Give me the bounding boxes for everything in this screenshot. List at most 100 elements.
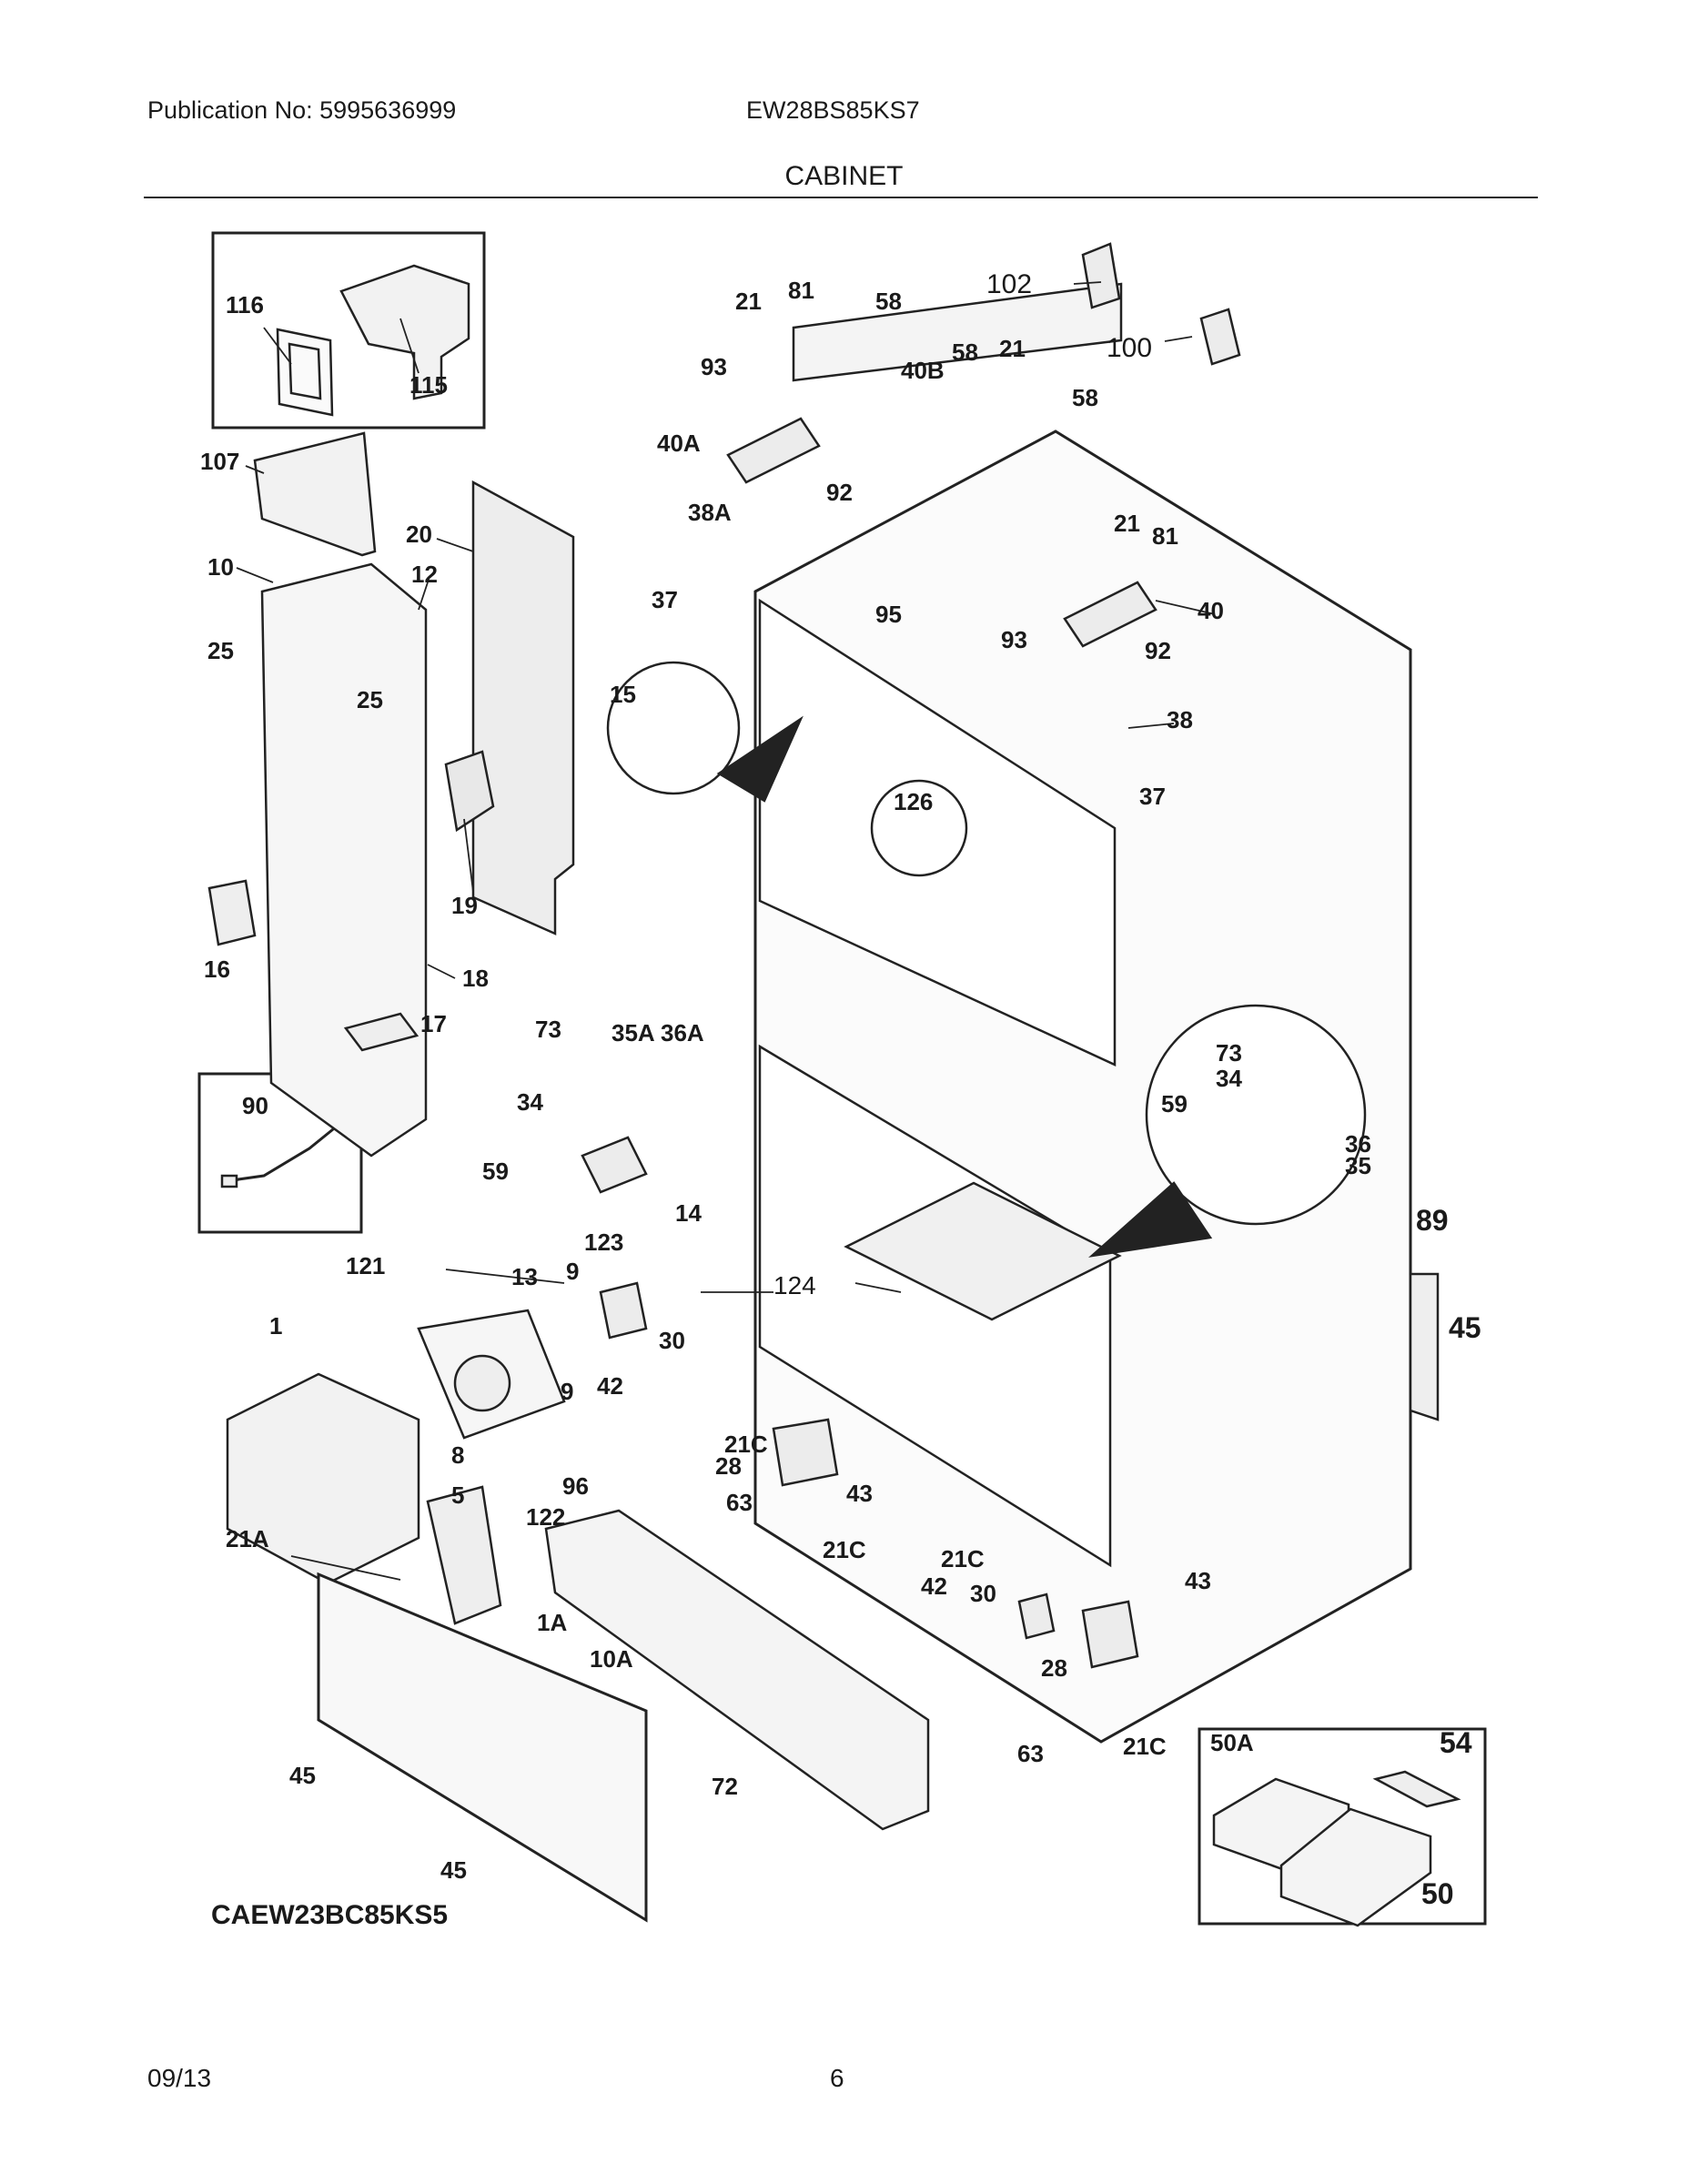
part-fan-blade [453, 1354, 511, 1412]
callout-121: 121 [346, 1252, 385, 1279]
callout-124: 124 [773, 1271, 816, 1299]
callout-63-a: 63 [726, 1489, 753, 1516]
callout-9-b: 9 [561, 1378, 573, 1405]
callout-13: 13 [511, 1263, 538, 1290]
callout-58-c: 58 [1072, 384, 1098, 411]
variant-label: CAEW23BC85KS5 [211, 1900, 448, 1930]
callout-93-b: 93 [1001, 626, 1027, 653]
callout-21c-c: 21C [941, 1545, 985, 1572]
footer-page-number: 6 [830, 2064, 844, 2092]
part-89-panel [1409, 1272, 1440, 1421]
callout-1: 1 [269, 1312, 282, 1340]
callout-17: 17 [420, 1010, 447, 1037]
part-40a-bracket [726, 417, 821, 484]
part-43-hinge-a [772, 1418, 839, 1487]
callout-21-c: 21 [1114, 510, 1140, 537]
callout-95: 95 [875, 601, 902, 628]
callout-35a: 35A [612, 1019, 655, 1046]
callout-30-b: 30 [970, 1580, 996, 1607]
callout-36a: 36A [661, 1019, 704, 1046]
part-20-insulation [471, 480, 575, 935]
callout-43-a: 43 [846, 1480, 873, 1507]
part-54-bracket [1372, 1770, 1461, 1808]
callout-58-b: 58 [952, 339, 978, 366]
part-50-box [1279, 1807, 1432, 1927]
callout-37-b: 37 [1139, 783, 1166, 810]
part-100-clip [1199, 308, 1241, 366]
header-rule [144, 197, 1538, 198]
part-16-damper [207, 879, 257, 946]
callout-25-a: 25 [207, 637, 234, 664]
callout-45-b: 45 [289, 1762, 316, 1789]
callout-34-b: 34 [1216, 1065, 1242, 1092]
callout-93-a: 93 [701, 353, 727, 380]
section-title: CABINET [784, 161, 904, 191]
callout-19: 19 [451, 892, 478, 919]
callout-8: 8 [451, 1441, 464, 1469]
callout-5: 5 [451, 1481, 464, 1509]
part-116-gasket [276, 328, 334, 417]
callout-126: 126 [894, 788, 933, 815]
callout-38: 38 [1167, 706, 1193, 733]
callout-40: 40 [1198, 597, 1224, 624]
callout-21c-b: 21C [823, 1536, 866, 1563]
callout-36: 36 [1345, 1130, 1371, 1158]
part-102-clip [1081, 242, 1121, 309]
callout-72: 72 [712, 1773, 738, 1800]
callout-63-b: 63 [1017, 1740, 1044, 1767]
callout-58-a: 58 [875, 288, 902, 315]
part-107-grille [253, 431, 377, 557]
callout-107: 107 [200, 448, 239, 475]
callout-122: 122 [526, 1503, 565, 1531]
inset-box-control-board [1198, 1727, 1487, 1926]
part-1-fan-housing [226, 1372, 420, 1585]
callout-59-b: 59 [1161, 1090, 1188, 1117]
callout-73-a: 73 [535, 1016, 561, 1043]
callout-96: 96 [562, 1472, 589, 1500]
callout-73-b: 73 [1216, 1039, 1242, 1067]
part-123-bracket [599, 1281, 648, 1340]
callout-21c-a: 21C [724, 1431, 768, 1458]
callout-45-a: 45 [1449, 1311, 1481, 1344]
callout-42-a: 42 [597, 1372, 623, 1400]
callout-45-c: 45 [440, 1856, 467, 1884]
callout-18: 18 [462, 965, 489, 992]
callout-43-b: 43 [1185, 1567, 1211, 1594]
callout-89: 89 [1416, 1204, 1449, 1237]
callout-21-a: 21 [735, 288, 762, 315]
inset-box-icemaker-part [211, 231, 486, 430]
part-1a-bracket [426, 1485, 502, 1625]
callout-42-b: 42 [921, 1572, 947, 1600]
part-17-tray [343, 1012, 419, 1052]
callout-21-b: 21 [999, 335, 1026, 362]
callout-50a: 50A [1210, 1729, 1254, 1756]
callout-30-a: 30 [659, 1327, 685, 1354]
callout-102: 102 [986, 269, 1032, 299]
callout-28-b: 28 [1041, 1654, 1067, 1682]
callout-81-a: 81 [788, 277, 814, 304]
callout-10: 10 [207, 553, 234, 581]
callout-16: 16 [204, 956, 230, 983]
part-19-duct [444, 750, 495, 833]
part-10-evaporator-cover [260, 562, 428, 1158]
part-124-shelf [844, 1181, 1122, 1321]
callout-34-a: 34 [517, 1088, 543, 1116]
callout-92-b: 92 [1145, 637, 1171, 664]
callout-21c-d: 21C [1123, 1733, 1167, 1760]
callout-59-a: 59 [482, 1158, 509, 1185]
callout-40a: 40A [657, 430, 701, 457]
part-43-hinge-b [1081, 1600, 1139, 1669]
callout-115: 115 [409, 371, 448, 399]
callout-20: 20 [406, 521, 432, 548]
part-30-bracket-b [1017, 1592, 1056, 1640]
part-35a-hinge [581, 1136, 648, 1194]
cabinet-top-frame [792, 282, 1123, 382]
detail-circle-hinge [1145, 1004, 1367, 1226]
freezer-opening [758, 1044, 1112, 1568]
detail-circle-126 [870, 779, 968, 877]
callout-37-a: 37 [652, 586, 678, 613]
footer-date: 09/13 [147, 2064, 212, 2092]
callout-123: 123 [584, 1228, 623, 1256]
callout-12: 12 [411, 561, 438, 588]
